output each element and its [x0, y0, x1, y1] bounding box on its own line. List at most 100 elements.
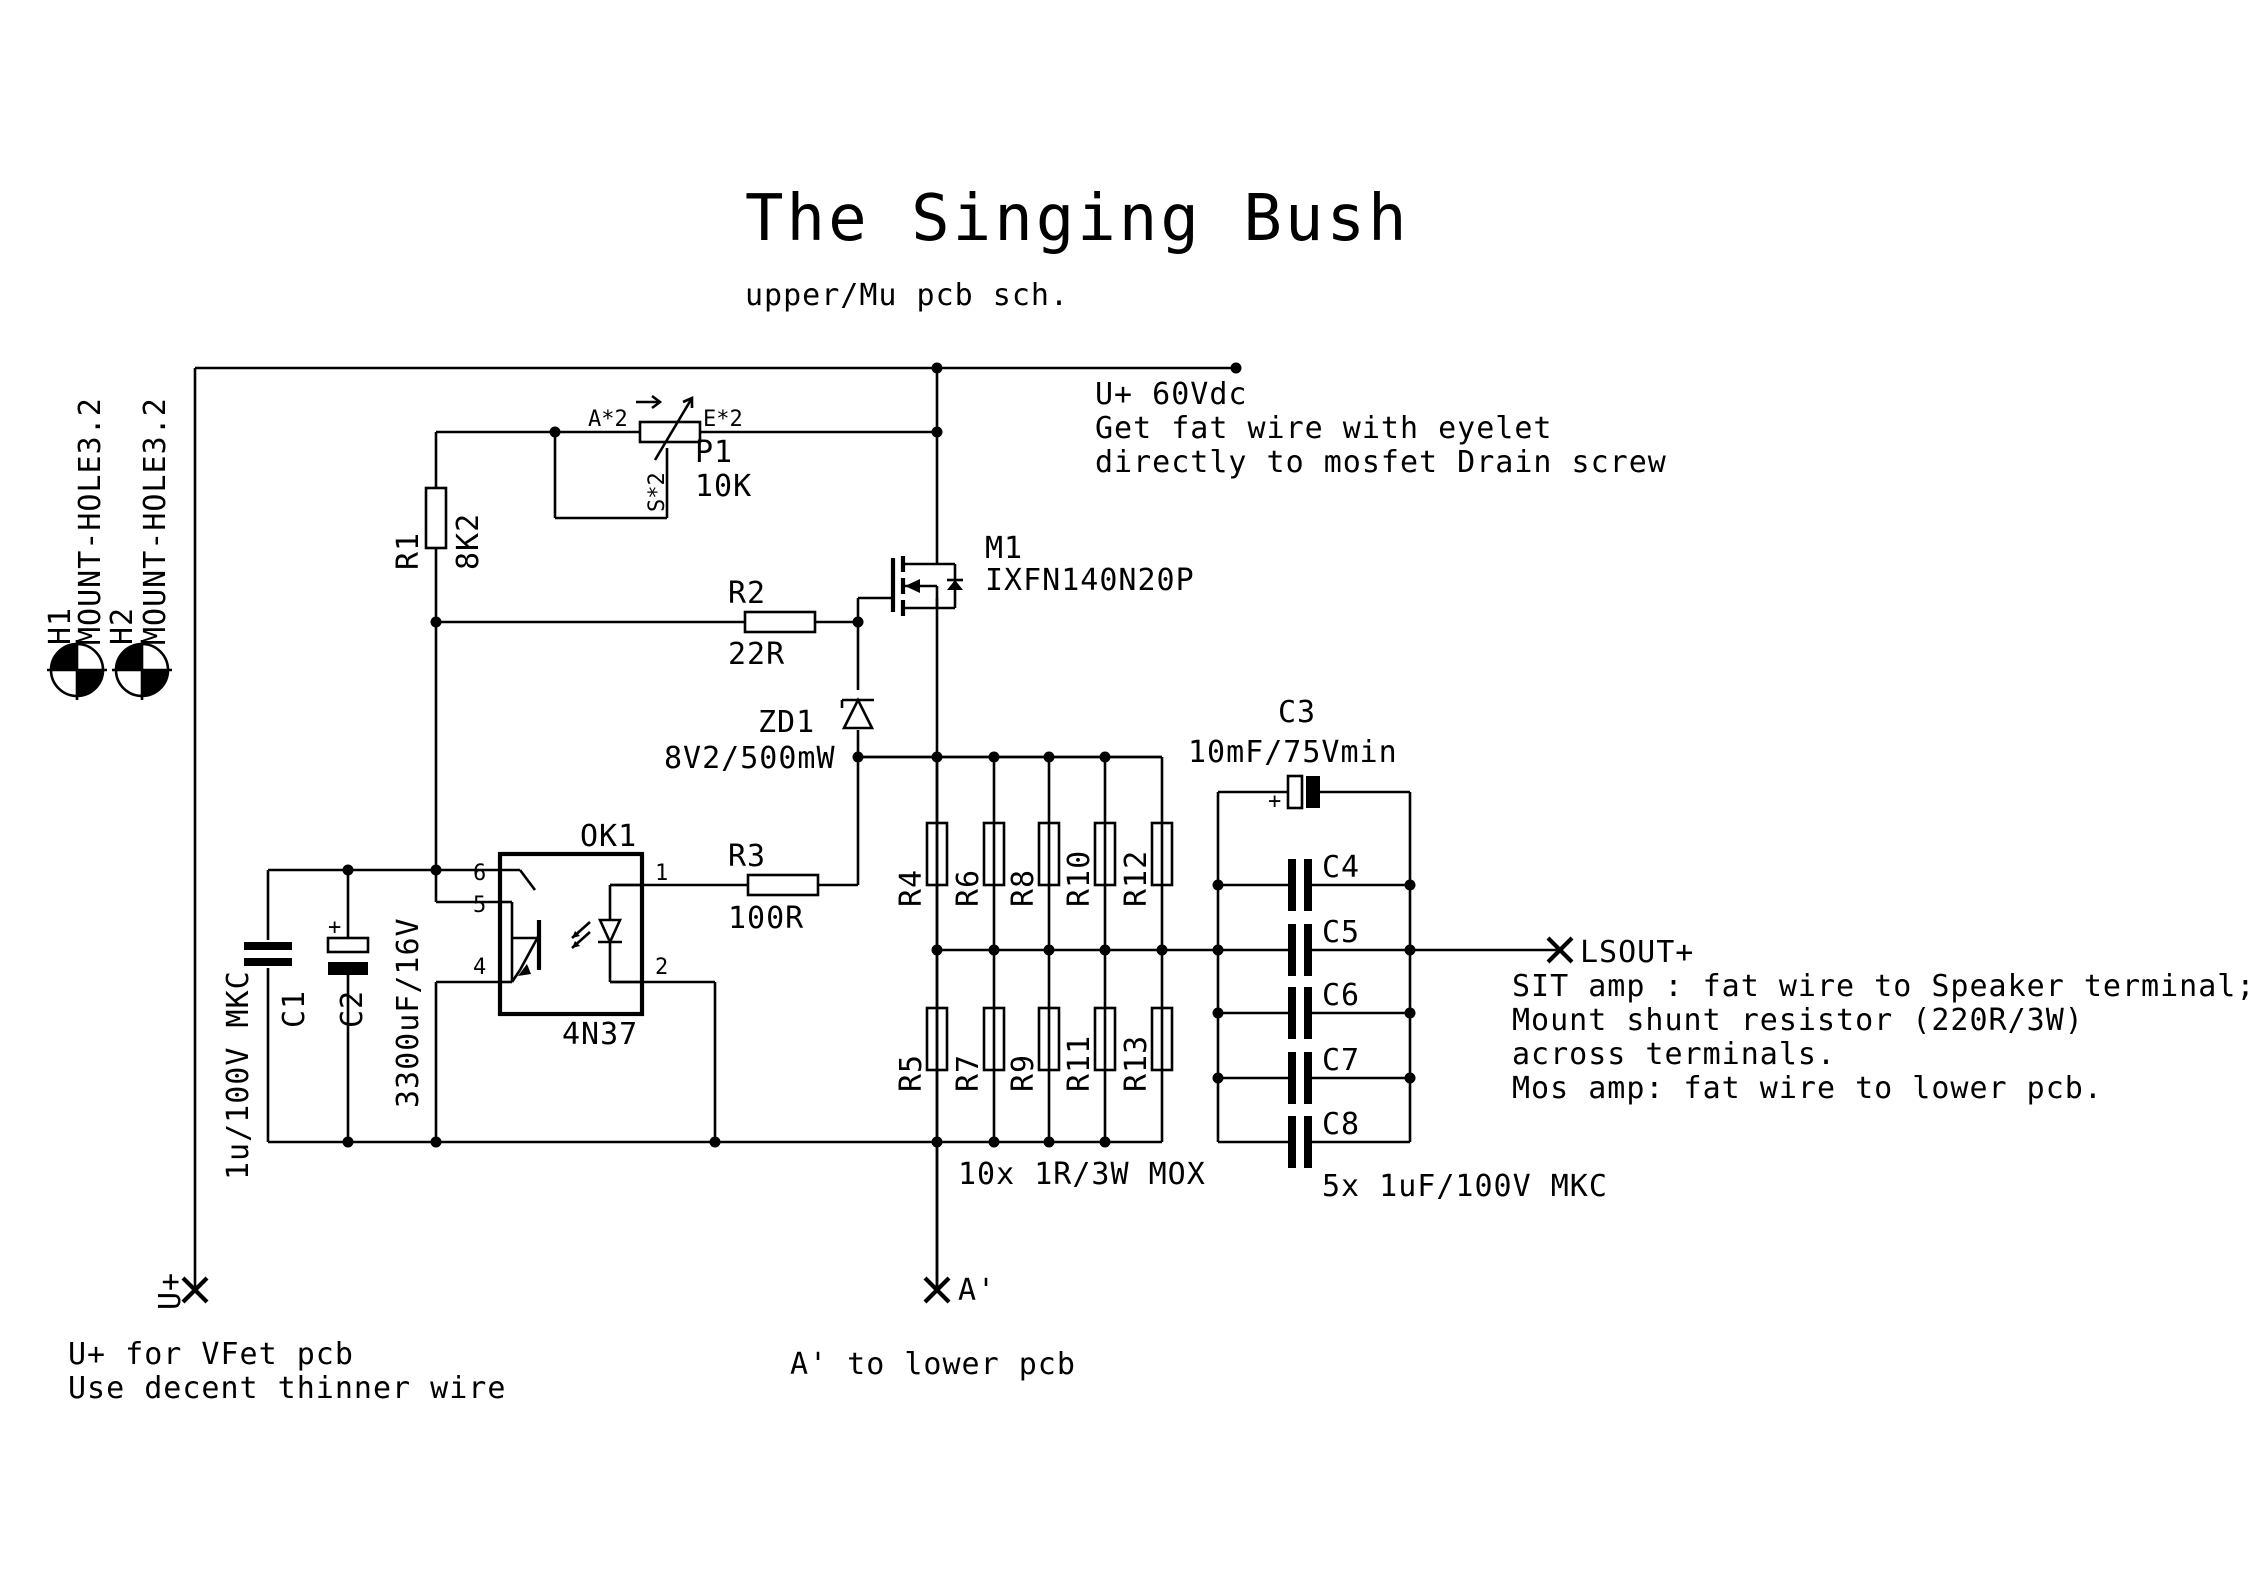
supply-note: U+ 60Vdc Get fat wire with eyelet direct…	[1095, 377, 1667, 480]
capacitor-c8-ref: C8	[1322, 1107, 1360, 1142]
note-u-plus: U+ for VFet pcb Use decent thinner wire	[68, 1337, 506, 1406]
ok1-pin-5: 5	[473, 893, 486, 918]
mount-hole-h2-value: MOUNT-HOLE3.2	[138, 397, 173, 645]
resistor-r8-ref: R8	[1006, 869, 1041, 907]
r2-ref: R2	[728, 576, 766, 611]
ok1-pin-2: 2	[655, 955, 668, 980]
mount-hole-h2: H2 MOUNT-HOLE3.2	[105, 397, 173, 700]
ok1-value: 4N37	[562, 1017, 638, 1052]
resistor-r12-ref: R12	[1119, 850, 1154, 907]
potentiometer-p1: A*2 E*2 S*2 P1 10K	[588, 394, 751, 512]
resistor-r3: R3 100R	[728, 839, 820, 936]
c1-value: 1u/100V MKC	[221, 970, 256, 1180]
terminal-a-prime: A'	[923, 1273, 996, 1308]
capacitor-c3: + C3 10mF/75Vmin	[1188, 695, 1398, 814]
capacitor-c6-ref: C6	[1322, 978, 1360, 1013]
zener-zd1: ZD1 8V2/500mW	[664, 697, 875, 776]
mount-hole-h1-ref: H1	[43, 607, 78, 645]
ok1-pin-6: 6	[473, 861, 486, 886]
resistor-r7-ref: R7	[951, 1054, 986, 1092]
ok1-ref: OK1	[580, 819, 637, 854]
note-lsout-line-1: SIT amp : fat wire to Speaker terminal;	[1512, 969, 2255, 1004]
capacitor-c5-ref: C5	[1322, 915, 1360, 950]
c2-ref: C2	[335, 990, 370, 1028]
resistor-r8: R8	[1006, 757, 1061, 950]
capacitor-c7: C7	[1218, 1043, 1410, 1104]
terminal-lsout: LSOUT+	[1546, 935, 1694, 970]
note-lsout: SIT amp : fat wire to Speaker terminal; …	[1512, 969, 2255, 1106]
r3-ref: R3	[728, 839, 766, 874]
resistor-r9-ref: R9	[1006, 1054, 1041, 1092]
note-a-prime: A' to lower pcb	[790, 1347, 1076, 1382]
supply-note-line-3: directly to mosfet Drain screw	[1095, 445, 1667, 480]
resistor-r12: R12	[1119, 757, 1174, 950]
r2-value: 22R	[728, 637, 785, 672]
wires	[193, 366, 1560, 1290]
resistor-r5: R5	[894, 950, 949, 1142]
resistor-r11-ref: R11	[1062, 1035, 1097, 1092]
resistor-r10: R10	[1062, 757, 1117, 950]
note-lsout-line-2: Mount shunt resistor (220R/3W)	[1512, 1003, 2084, 1038]
m1-ref: M1	[985, 531, 1023, 566]
capacitor-bank-value: 5x 1uF/100V MKC	[1322, 1169, 1608, 1204]
resistor-r13: R13	[1119, 950, 1174, 1142]
resistor-bank-value: 10x 1R/3W MOX	[958, 1157, 1206, 1192]
resistor-r4-ref: R4	[894, 869, 929, 907]
mount-hole-h1-value: MOUNT-HOLE3.2	[73, 397, 108, 645]
resistor-r7: R7	[951, 950, 1006, 1142]
ok1-pin-1: 1	[655, 861, 668, 886]
p1-pin-a: A*2	[588, 407, 628, 432]
mount-hole-h1: H1 MOUNT-HOLE3.2	[43, 397, 108, 700]
supply-note-line-2: Get fat wire with eyelet	[1095, 411, 1552, 446]
note-lsout-line-4: Mos amp: fat wire to lower pcb.	[1512, 1071, 2103, 1106]
c3-value: 10mF/75Vmin	[1188, 735, 1398, 770]
c1-ref: C1	[277, 990, 312, 1028]
resistor-r1: R1 8K2	[391, 486, 486, 570]
resistor-r6: R6	[951, 757, 1006, 950]
terminal-u-plus: U+	[153, 1272, 209, 1310]
resistor-r6-ref: R6	[951, 869, 986, 907]
resistor-r13-ref: R13	[1119, 1035, 1154, 1092]
supply-note-line-1: U+ 60Vdc	[1095, 377, 1248, 412]
c3-ref: C3	[1278, 695, 1316, 730]
resistor-r5-ref: R5	[894, 1054, 929, 1092]
terminal-lsout-label: LSOUT+	[1580, 935, 1694, 970]
terminal-a-prime-label: A'	[958, 1273, 996, 1308]
resistor-r4: R4	[894, 757, 949, 950]
r1-value: 8K2	[451, 513, 486, 570]
note-lsout-line-3: across terminals.	[1512, 1037, 1836, 1072]
r1-ref: R1	[391, 532, 426, 570]
resistor-r2: R2 22R	[728, 576, 817, 672]
mosfet-m1: M1 IXFN140N20P	[858, 531, 1195, 616]
zd1-value: 8V2/500mW	[664, 741, 836, 776]
m1-value: IXFN140N20P	[985, 563, 1195, 598]
resistor-r10-ref: R10	[1062, 850, 1097, 907]
c2-polarity-plus-icon: +	[328, 915, 341, 940]
resistor-r9: R9	[1006, 950, 1061, 1142]
optocoupler-ok1: 6 5 4 1 2 OK1 4N37	[473, 819, 668, 1052]
note-u-plus-line-1: U+ for VFet pcb	[68, 1337, 354, 1372]
schematic-title: The Singing Bush	[745, 182, 1410, 256]
p1-ref: P1	[695, 435, 733, 470]
c2-value: 3300uF/16V	[391, 917, 426, 1108]
p1-pin-e: E*2	[703, 407, 743, 432]
schematic-subtitle: upper/Mu pcb sch.	[745, 278, 1069, 313]
zd1-ref: ZD1	[758, 705, 815, 740]
junctions	[342, 362, 1416, 1148]
capacitor-c6: C6	[1218, 978, 1410, 1039]
capacitor-c5: C5	[1218, 915, 1410, 976]
resistor-r11: R11	[1062, 950, 1117, 1142]
c3-polarity-plus-icon: +	[1268, 789, 1281, 814]
capacitor-c4-ref: C4	[1322, 850, 1360, 885]
capacitor-c4: C4	[1218, 850, 1410, 911]
capacitor-c8: C8	[1218, 1107, 1410, 1168]
terminal-u-plus-label: U+	[153, 1272, 188, 1310]
note-u-plus-line-2: Use decent thinner wire	[68, 1371, 506, 1406]
r3-value: 100R	[728, 901, 804, 936]
mount-hole-h2-ref: H2	[105, 607, 140, 645]
capacitor-c7-ref: C7	[1322, 1043, 1360, 1078]
p1-pin-s: S*2	[645, 472, 670, 512]
